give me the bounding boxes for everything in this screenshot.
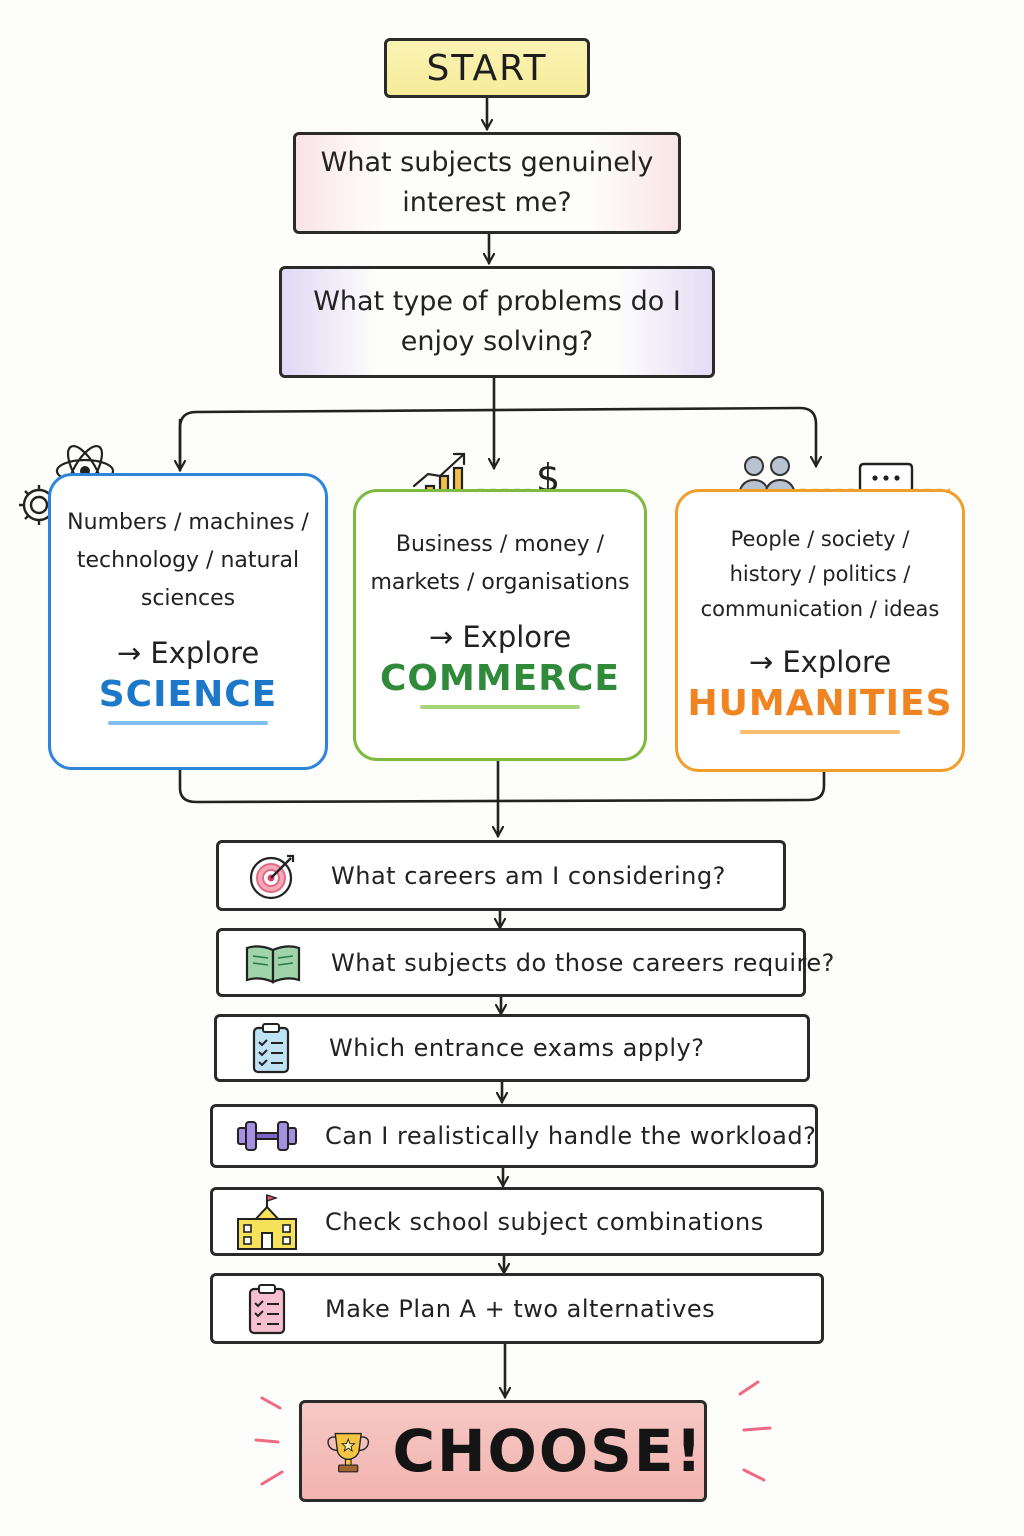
humanities-explore-label: → Explore [748, 645, 892, 679]
choose-node: CHOOSE! [299, 1400, 707, 1502]
question-problems-box: What type of problems do I enjoy solving… [279, 266, 715, 378]
step-careers: What careers am I considering? [216, 840, 786, 911]
step-school-combinations: Check school subject combinations [210, 1187, 824, 1256]
clipboard-list-icon [231, 1283, 303, 1335]
step-workload: Can I realistically handle the workload? [210, 1104, 818, 1168]
humanities-desc-line: history / politics / [729, 562, 911, 586]
humanities-underline [740, 730, 900, 734]
commerce-desc-line: Business / money / [395, 532, 605, 557]
step-school-combinations-text: Check school subject combinations [325, 1207, 764, 1236]
start-label: START [426, 47, 548, 89]
trophy-icon [327, 1432, 370, 1473]
science-track-title: SCIENCE [98, 674, 278, 715]
school-icon [231, 1193, 303, 1250]
commerce-track-title: COMMERCE [380, 658, 620, 699]
humanities-description: People / society / history / politics / … [701, 522, 940, 627]
dumbbell-icon [231, 1110, 303, 1162]
book-icon [237, 937, 309, 989]
science-explore-label: → Explore [116, 636, 260, 670]
commerce-desc-line: markets / organisations [370, 570, 630, 595]
step-entrance-exams-text: Which entrance exams apply? [329, 1034, 705, 1062]
choose-label: CHOOSE! [392, 1417, 704, 1485]
science-description: Numbers / machines / technology / natura… [67, 504, 309, 618]
step-subjects-required-text: What subjects do those careers require? [331, 948, 835, 977]
commerce-explore-label: → Explore [428, 620, 572, 654]
science-underline [108, 721, 268, 725]
humanities-desc-line: communication / ideas [700, 597, 940, 621]
branch-humanities: People / society / history / politics / … [675, 489, 965, 772]
humanities-desc-line: People / society / [730, 527, 910, 551]
step-plan-a-text: Make Plan A + two alternatives [325, 1294, 716, 1323]
commerce-underline [420, 705, 580, 709]
step-plan-a: Make Plan A + two alternatives [210, 1273, 824, 1344]
humanities-track-title: HUMANITIES [687, 683, 953, 724]
step-workload-text: Can I realistically handle the workload? [325, 1122, 817, 1150]
step-subjects-required: What subjects do those careers require? [216, 928, 834, 997]
step-entrance-exams: Which entrance exams apply? [214, 1014, 810, 1082]
step-careers-text: What careers am I considering? [331, 861, 726, 890]
science-desc-line: sciences [140, 586, 236, 611]
start-node: START [384, 38, 590, 98]
question-interest-box: What subjects genuinely interest me? [293, 132, 681, 234]
branch-commerce: Business / money / markets / organisatio… [353, 489, 647, 761]
target-icon [237, 850, 309, 902]
commerce-description: Business / money / markets / organisatio… [370, 526, 629, 602]
question-problems-text: What type of problems do I enjoy solving… [313, 286, 681, 357]
branch-science: Numbers / machines / technology / natura… [48, 473, 328, 770]
science-desc-line: Numbers / machines / [67, 510, 309, 535]
science-desc-line: technology / natural [76, 548, 300, 573]
clipboard-checklist-icon [235, 1022, 307, 1074]
question-interest-text: What subjects genuinely interest me? [320, 147, 654, 218]
